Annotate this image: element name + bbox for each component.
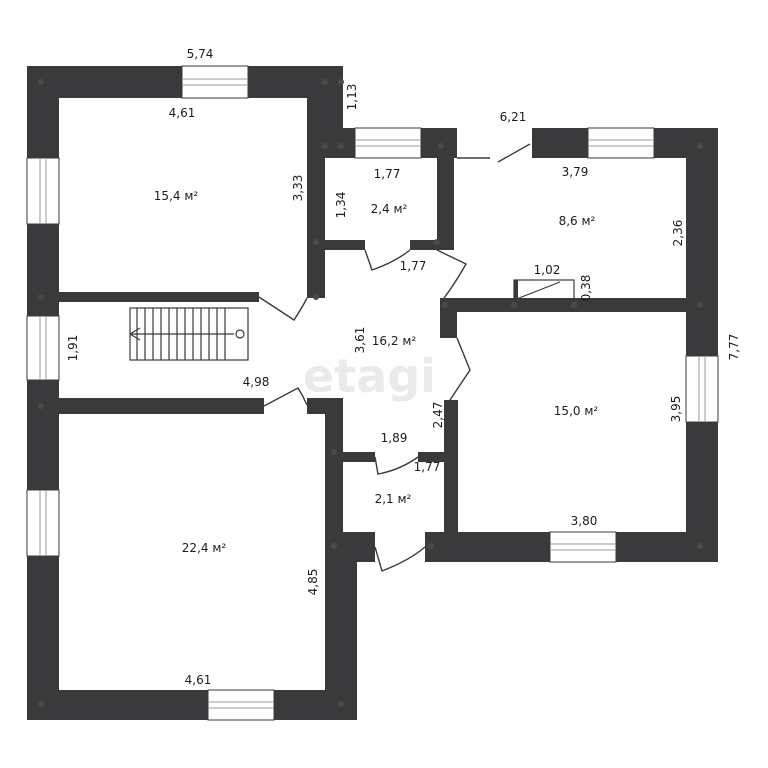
wall-interior-11 <box>444 400 458 550</box>
wall-interior-2 <box>59 292 259 302</box>
window-left-1 <box>26 157 60 225</box>
dim-label: 3,79 <box>562 165 589 179</box>
area-room-small-top: 2,4 м² <box>371 202 408 216</box>
door-small-bottom-2 <box>374 546 426 572</box>
dim-label: 3,61 <box>353 327 367 354</box>
wall-interior-13 <box>418 452 444 462</box>
door-right-room <box>449 337 471 401</box>
area-room-bottom-left: 22,4 м² <box>182 541 227 555</box>
area-room-top-right: 8,6 м² <box>559 214 596 228</box>
dimension-labels: 5,74 4,61 1,13 3,33 6,21 1,77 1,34 3,79 … <box>66 47 741 687</box>
door-small-bottom <box>374 456 419 475</box>
window-top-right <box>587 127 655 159</box>
dim-label: 1,77 <box>400 259 427 273</box>
wall-interior-5 <box>325 400 343 550</box>
window-top-mid <box>354 127 422 159</box>
watermark: etagi <box>303 349 436 403</box>
dim-label: 1,77 <box>374 167 401 181</box>
door-top-right <box>436 249 467 299</box>
junction-dots <box>38 79 703 707</box>
wall-interior-9 <box>440 298 700 312</box>
dim-label: 3,95 <box>669 396 683 423</box>
dim-label: 2,47 <box>431 402 445 429</box>
area-room-hall: 16,2 м² <box>372 334 417 348</box>
wall-interior-14 <box>343 532 375 562</box>
dim-label: 6,21 <box>500 110 527 124</box>
windows <box>26 65 719 721</box>
dim-label: 4,85 <box>306 569 320 596</box>
wall-interior-8 <box>437 150 454 250</box>
wall-interior-3 <box>59 398 264 414</box>
dim-label: 4,61 <box>185 673 212 687</box>
room-areas: 15,4 м² 2,4 м² 8,6 м² 16,2 м² 15,0 м² 2,… <box>154 189 599 555</box>
door-entrance <box>457 143 531 163</box>
dim-label: 3,80 <box>571 514 598 528</box>
area-room-top-left: 15,4 м² <box>154 189 199 203</box>
area-room-small-bottom: 2,1 м² <box>375 492 412 506</box>
area-room-right: 15,0 м² <box>554 404 599 418</box>
dim-label: 0,38 <box>579 275 593 302</box>
dim-label: 1,89 <box>381 431 408 445</box>
wall-interior-10 <box>440 298 457 338</box>
dim-label: 2,36 <box>671 220 685 247</box>
dim-label: 5,74 <box>187 47 214 61</box>
wall-bottom-left <box>27 690 357 720</box>
door-hall-bottom <box>263 387 308 407</box>
staircase <box>129 307 249 361</box>
window-bottom-right <box>549 531 617 563</box>
dim-label: 3,33 <box>291 175 305 202</box>
dim-label: 1,02 <box>534 263 561 277</box>
wall-bottom-left-right <box>325 540 357 720</box>
window-left-3 <box>26 489 60 557</box>
window-bottom-left <box>207 689 275 721</box>
wall-interior-12 <box>333 452 375 462</box>
window-top-left <box>181 65 249 99</box>
wall-interior-7 <box>410 240 454 250</box>
dim-label: 1,77 <box>414 460 441 474</box>
dim-label: 1,13 <box>345 84 359 111</box>
vent-shaft <box>513 279 575 301</box>
dim-label: 1,34 <box>334 192 348 219</box>
wall-right <box>686 128 718 560</box>
wall-interior-6 <box>325 240 365 250</box>
door-small-top <box>364 249 411 271</box>
dim-label: 7,77 <box>727 334 741 361</box>
dim-label: 4,61 <box>169 106 196 120</box>
dim-label: 4,98 <box>243 375 270 389</box>
window-right <box>685 355 719 423</box>
wall-interior-1 <box>307 98 325 298</box>
doors <box>258 143 531 572</box>
dim-label: 1,91 <box>66 335 80 362</box>
door-top-left <box>258 296 308 321</box>
window-left-2 <box>26 315 60 381</box>
